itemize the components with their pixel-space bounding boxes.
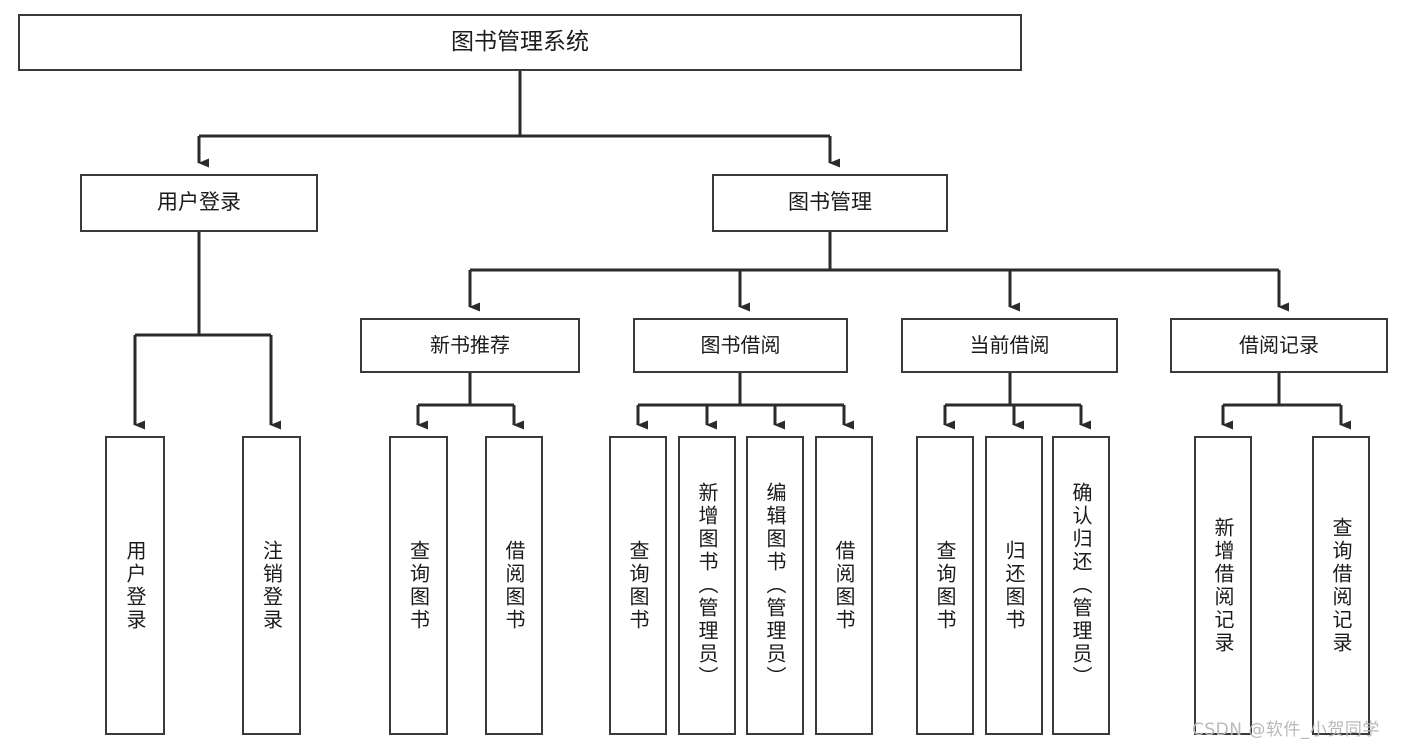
node-leaf-logout: 注销登录 <box>242 436 301 735</box>
node-root-system: 图书管理系统 <box>18 14 1022 71</box>
node-leaf-confirm-return-admin: 确认归还（管理员） <box>1052 436 1110 735</box>
node-current-borrow-label: 当前借阅 <box>969 333 1050 358</box>
node-leaf-borrow-book-recommend-label: 借阅图书 <box>502 539 526 632</box>
node-leaf-edit-book-admin-label: 编辑图书（管理员） <box>763 482 787 689</box>
node-leaf-query-book-recommend: 查询图书 <box>389 436 448 735</box>
node-leaf-query-book-borrow: 查询图书 <box>609 436 667 735</box>
node-leaf-add-borrow-record: 新增借阅记录 <box>1194 436 1252 735</box>
node-current-borrow: 当前借阅 <box>901 318 1118 373</box>
node-leaf-query-book-recommend-label: 查询图书 <box>406 539 431 632</box>
node-leaf-add-book-admin: 新增图书（管理员） <box>678 436 736 735</box>
node-leaf-confirm-return-admin-label: 确认归还（管理员） <box>1069 482 1093 689</box>
node-leaf-return-book: 归还图书 <box>985 436 1043 735</box>
node-borrow-record: 借阅记录 <box>1170 318 1388 373</box>
node-leaf-query-book-current: 查询图书 <box>916 436 974 735</box>
node-book-manage: 图书管理 <box>712 174 948 232</box>
node-leaf-query-borrow-record-label: 查询借阅记录 <box>1329 516 1353 655</box>
node-leaf-borrow-book-recommend: 借阅图书 <box>485 436 543 735</box>
node-book-manage-label: 图书管理 <box>788 190 872 215</box>
node-new-book-recommend-label: 新书推荐 <box>430 333 510 358</box>
node-root-system-label: 图书管理系统 <box>451 28 589 55</box>
node-new-book-recommend: 新书推荐 <box>360 318 580 373</box>
node-leaf-edit-book-admin: 编辑图书（管理员） <box>746 436 804 735</box>
node-leaf-query-book-borrow-label: 查询图书 <box>626 539 650 632</box>
node-borrow-record-label: 借阅记录 <box>1239 333 1319 358</box>
node-book-borrow-label: 图书借阅 <box>700 333 781 358</box>
node-leaf-query-borrow-record: 查询借阅记录 <box>1312 436 1370 735</box>
node-leaf-logout-label: 注销登录 <box>259 539 284 632</box>
node-leaf-user-login: 用户登录 <box>105 436 165 735</box>
node-leaf-query-book-current-label: 查询图书 <box>933 539 957 632</box>
node-user-login-label: 用户登录 <box>157 190 241 215</box>
node-book-borrow: 图书借阅 <box>633 318 848 373</box>
node-leaf-user-login-label: 用户登录 <box>123 539 147 632</box>
node-user-login: 用户登录 <box>80 174 318 232</box>
node-leaf-add-book-admin-label: 新增图书（管理员） <box>695 482 719 689</box>
node-leaf-borrow-book-label: 借阅图书 <box>832 539 856 632</box>
csdn-watermark: CSDN @软件_小贺同学 <box>1192 720 1380 740</box>
node-leaf-add-borrow-record-label: 新增借阅记录 <box>1211 516 1235 655</box>
node-leaf-borrow-book: 借阅图书 <box>815 436 873 735</box>
node-leaf-return-book-label: 归还图书 <box>1002 539 1026 632</box>
